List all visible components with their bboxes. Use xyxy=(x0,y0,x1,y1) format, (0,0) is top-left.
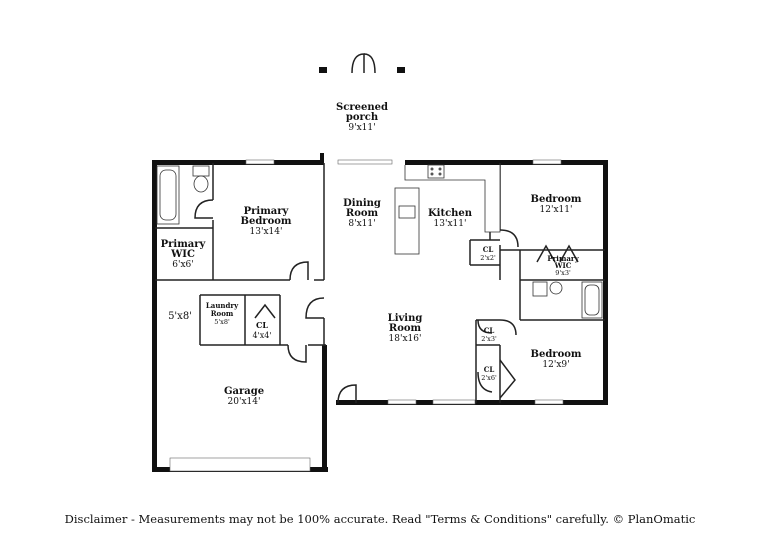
svg-text:Screened: Screened xyxy=(336,102,388,113)
svg-text:12'x11': 12'x11' xyxy=(540,205,573,215)
kitchen-sink-icon xyxy=(398,205,416,219)
svg-text:porch: porch xyxy=(346,112,379,123)
svg-text:Room: Room xyxy=(389,323,422,334)
door-swings xyxy=(194,199,579,404)
svg-text:5'x8': 5'x8' xyxy=(168,311,192,322)
svg-text:CL: CL xyxy=(483,245,494,254)
svg-text:8'x11': 8'x11' xyxy=(348,219,375,229)
svg-text:12'x9': 12'x9' xyxy=(542,360,569,370)
hall-bath-fixtures xyxy=(532,281,603,319)
svg-text:Laundry: Laundry xyxy=(206,301,239,310)
svg-text:Primary: Primary xyxy=(547,254,579,263)
svg-text:9'x3': 9'x3' xyxy=(555,269,571,277)
svg-text:5'x8': 5'x8' xyxy=(214,318,230,326)
svg-text:Living: Living xyxy=(388,313,423,324)
windows xyxy=(169,159,564,472)
svg-text:20'x14': 20'x14' xyxy=(228,397,261,407)
room-label-cl-laundry: CL4'x4' xyxy=(252,320,271,340)
svg-text:CL: CL xyxy=(484,326,495,335)
room-label-cl-kitchen: CL2'x2' xyxy=(480,245,496,262)
svg-text:WIC: WIC xyxy=(170,249,195,260)
svg-text:6'x6': 6'x6' xyxy=(172,260,193,270)
svg-text:18'x16': 18'x16' xyxy=(389,334,422,344)
room-label-cl-hall: CL2'x3' xyxy=(481,326,497,343)
svg-text:Garage: Garage xyxy=(224,386,264,397)
svg-text:CL: CL xyxy=(256,320,268,330)
room-label-cl-bedroom: CL2'x6' xyxy=(481,365,497,382)
svg-text:Primary: Primary xyxy=(161,239,207,250)
svg-text:2'x2': 2'x2' xyxy=(480,254,496,262)
svg-text:Dining: Dining xyxy=(343,198,381,209)
porch-door-icon xyxy=(351,53,376,74)
svg-text:9'x11': 9'x11' xyxy=(348,123,375,133)
porch-post-right xyxy=(397,67,405,73)
svg-text:Bedroom: Bedroom xyxy=(531,194,582,205)
svg-text:Bedroom: Bedroom xyxy=(241,216,292,227)
porch-post-left xyxy=(319,67,327,73)
svg-text:WIC: WIC xyxy=(554,261,572,270)
svg-text:Primary: Primary xyxy=(244,206,290,217)
room-label-garage-nook: 5'x8' xyxy=(168,311,192,322)
svg-text:4'x4': 4'x4' xyxy=(252,331,271,340)
svg-text:Room: Room xyxy=(211,309,234,318)
svg-text:Room: Room xyxy=(346,208,379,219)
svg-text:13'x11': 13'x11' xyxy=(434,219,467,229)
kitchen-island xyxy=(394,187,420,255)
kitchen-counter xyxy=(404,164,501,233)
svg-text:13'x14': 13'x14' xyxy=(250,227,283,237)
svg-text:Bedroom: Bedroom xyxy=(531,349,582,360)
svg-text:CL: CL xyxy=(484,365,495,374)
disclaimer-text: Disclaimer - Measurements may not be 100… xyxy=(64,512,696,526)
svg-text:Kitchen: Kitchen xyxy=(428,208,473,219)
primary-bath-fixtures xyxy=(156,165,210,225)
svg-text:2'x6': 2'x6' xyxy=(481,374,497,382)
svg-text:2'x3': 2'x3' xyxy=(481,335,497,343)
